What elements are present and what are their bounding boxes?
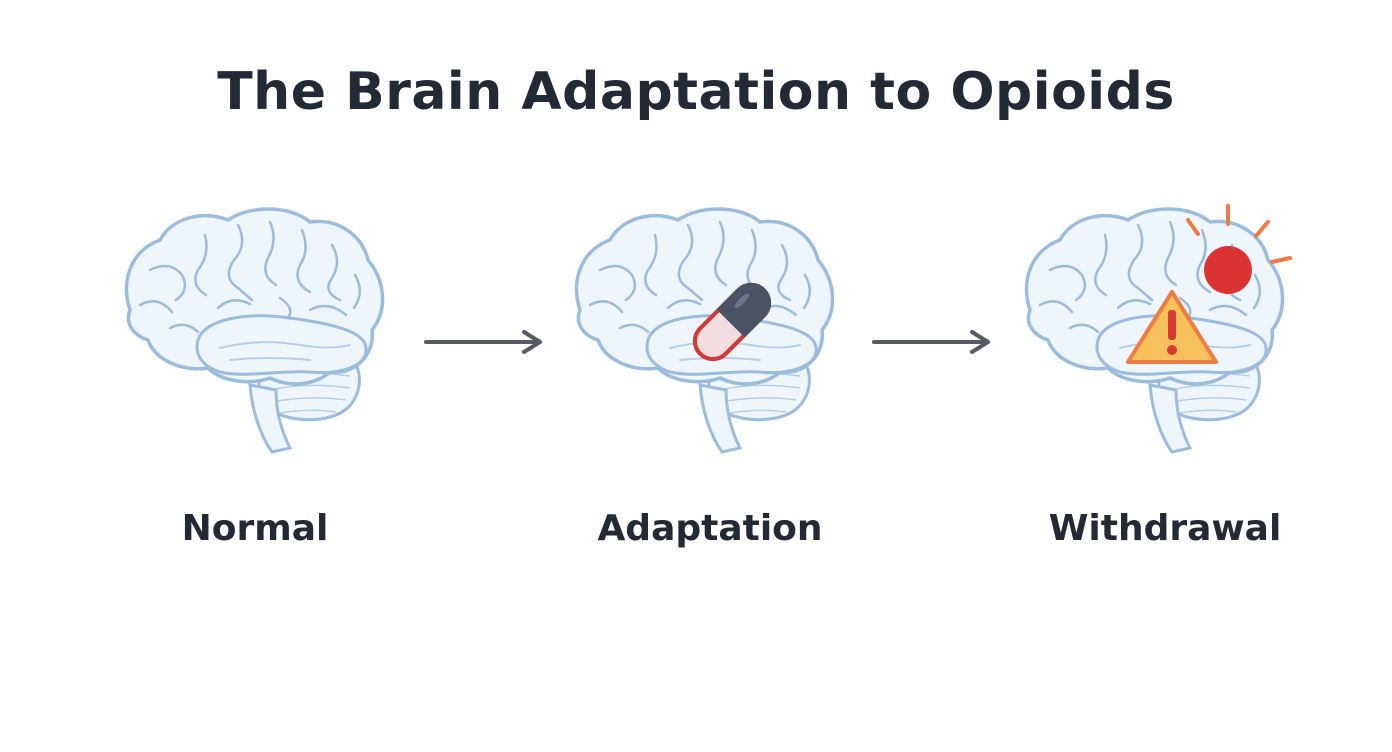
warning-icon [1126, 290, 1218, 364]
normal-brain-icon [110, 200, 410, 480]
pain-burst-icon [1186, 204, 1292, 294]
arrow-right-icon [420, 322, 550, 362]
adaptation-brain-icon [560, 200, 860, 480]
stage-label-adaptation: Adaptation [597, 508, 823, 549]
stage-label-normal: Normal [181, 508, 329, 549]
stage-label-withdrawal: Withdrawal [1048, 508, 1282, 549]
arrow-right-icon [868, 322, 998, 362]
pill-icon [692, 282, 772, 362]
diagram-title: The Brain Adaptation to Opioids [217, 62, 1175, 122]
withdrawal-brain-icon [1010, 200, 1310, 480]
